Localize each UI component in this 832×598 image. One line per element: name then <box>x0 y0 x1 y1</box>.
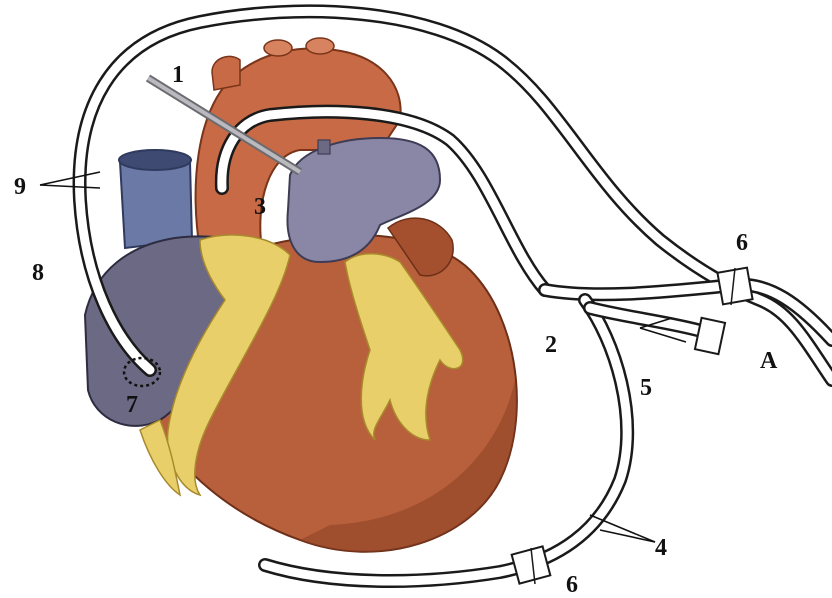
label-8: 8 <box>32 260 44 286</box>
side-port-cap <box>695 318 725 354</box>
label-6-upper: 6 <box>736 230 748 256</box>
label-4: 4 <box>655 535 667 561</box>
label-5: 5 <box>640 375 652 401</box>
aortic-branch-2 <box>264 40 292 56</box>
pulmonary-valve-stub <box>318 140 330 154</box>
vena-cava-opening <box>119 150 191 170</box>
label-7: 7 <box>126 392 138 418</box>
label-2: 2 <box>545 332 557 358</box>
aortic-branch-1 <box>212 56 240 90</box>
label-9: 9 <box>14 174 26 200</box>
superior-vena-cava <box>120 162 192 248</box>
label-3: 3 <box>254 194 266 220</box>
label-1: 1 <box>172 62 184 88</box>
label-6-lower: 6 <box>566 572 578 598</box>
label-A: A <box>760 348 778 374</box>
aortic-branch-3 <box>306 38 334 54</box>
